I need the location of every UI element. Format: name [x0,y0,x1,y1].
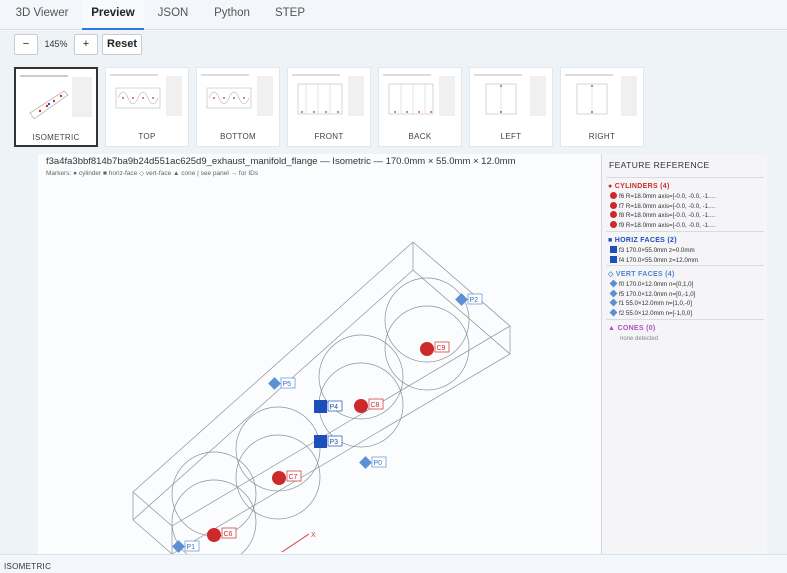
tab-json[interactable]: JSON [157,7,189,19]
viewer-legend: Markers: ● cylinder ■ horiz-face ◇ vert-… [46,170,259,177]
square-icon [610,246,617,253]
thumbnail-label: TOP [138,132,156,141]
reset-button[interactable]: Reset [102,34,142,55]
horiz-faces-header: ■ HORIZ FACES (2) [608,237,677,244]
thumbnail-preview [201,74,273,116]
thumbnail-label: LEFT [500,132,522,141]
zoom-toolbar: − 145% + Reset [0,31,787,59]
marker-label: C6 [224,531,233,538]
vert-faces-section: ◇ VERT FACES (4) f0 170.0×12.0mm n=[0,1,… [602,262,768,318]
thumbnail-preview [292,74,364,116]
zoom-in-button[interactable]: + [74,34,98,55]
thumbnail-back[interactable]: BACK [378,67,462,147]
thumbnail-label: BACK [408,132,432,141]
cones-empty-text: none detected [620,336,659,342]
marker-label: C7 [289,474,298,481]
zoom-out-button[interactable]: − [14,34,38,55]
thumbnail-preview [474,74,546,116]
diamond-icon [609,289,618,298]
left-rail [0,154,38,554]
square-icon [610,255,617,263]
list-item[interactable]: f8 R=18.0mm axis=[-0.0, -0.0, -1.… [602,211,768,221]
marker-label: P4 [330,404,339,411]
marker-c7[interactable]: C7 [272,470,302,485]
cylinder-icon [610,220,617,228]
x-axis-line [281,533,310,553]
thumbnail-preview [565,74,637,116]
list-item[interactable]: f0 170.0×12.0mm n=[0,1,0] [602,280,768,290]
thumbnail-preview [383,74,455,116]
tab-bar: 3D Viewer Preview JSON Python STEP [0,0,787,30]
cylinders-header: ● CYLINDERS (4) [608,183,670,190]
preview-viewer[interactable]: X C6 C7 C8 C9 P3 [38,154,601,554]
diamond-icon [609,299,618,307]
feature-reference-panel: FEATURE REFERENCE ● CYLINDERS (4) f6 R=1… [601,154,767,554]
marker-p4[interactable]: P4 [314,400,343,413]
marker-label: P1 [187,544,196,551]
vert-faces-header: ◇ VERT FACES (4) [608,271,675,278]
tab-3d-viewer[interactable]: 3D Viewer [15,7,69,19]
part-wireframe [132,241,511,554]
list-item[interactable]: f1 55.0×12.0mm n=[1,0,-0] [602,299,768,309]
view-thumbnail-strip: ISOMETRIC TOP BOTTOM FRONT [0,60,787,154]
thumbnail-label: RIGHT [588,132,616,141]
list-item[interactable]: f6 R=18.0mm axis=[-0.0, -0.0, -1.… [602,192,768,202]
marker-p5[interactable]: P5 [268,377,296,390]
diamond-icon [609,280,618,288]
right-strip [767,154,787,554]
marker-p1[interactable]: P1 [172,540,200,553]
cylinder-icon [610,211,617,219]
list-item[interactable]: f3 170.0×55.0mm z=0.0mm [602,246,768,256]
hole-outlines [171,277,470,554]
isometric-scene: X C6 C7 C8 C9 P3 [132,241,511,554]
thumbnail-label: BOTTOM [220,132,256,141]
marker-label: C9 [437,345,446,352]
marker-label: P0 [374,460,383,467]
thumbnail-bottom[interactable]: BOTTOM [196,67,280,147]
panel-title: FEATURE REFERENCE [609,160,710,170]
marker-label: C8 [371,402,380,409]
marker-c9[interactable]: C9 [420,341,450,356]
zoom-level: 145% [44,39,68,49]
marker-label: P5 [283,381,292,388]
thumbnail-label: ISOMETRIC [32,133,80,142]
marker-p2[interactable]: P2 [455,293,483,306]
thumbnail-preview [110,74,182,116]
cones-header: ▲ CONES (0) [608,325,656,332]
list-item[interactable]: f9 R=18.0mm axis=[-0.0, -0.0, -1.… [602,220,768,231]
thumbnail-front[interactable]: FRONT [287,67,371,147]
thumbnail-left[interactable]: LEFT [469,67,553,147]
list-item[interactable]: f7 R=18.0mm axis=[-0.0, -0.0, -1.… [602,201,768,212]
horiz-faces-section: ■ HORIZ FACES (2) f3 170.0×55.0mm z=0.0m… [602,228,768,265]
marker-label: P3 [330,439,339,446]
cylinder-icon [610,192,617,199]
thumbnail-right[interactable]: RIGHT [560,67,644,147]
list-item[interactable]: f2 55.0×12.0mm n=[-1,0,0] [602,308,768,319]
tab-python[interactable]: Python [214,7,250,19]
list-item[interactable]: f5 170.0×12.0mm n=[0,-1,0] [602,289,768,300]
thumbnail-top[interactable]: TOP [105,67,189,147]
tab-preview[interactable]: Preview [82,0,144,30]
cylinders-section: ● CYLINDERS (4) f6 R=18.0mm axis=[-0.0, … [602,174,768,230]
current-view-label: ISOMETRIC [4,562,52,571]
thumbnail-isometric[interactable]: ISOMETRIC [14,67,98,147]
cylinder-icon [610,201,617,209]
marker-c8[interactable]: C8 [354,398,384,413]
thumbnail-label: FRONT [314,132,344,141]
tab-step[interactable]: STEP [274,7,306,19]
viewer-title: f3a4fa3bbf814b7ba9b24d551ac625d9_exhaust… [46,156,516,167]
thumbnail-preview [20,75,92,120]
cones-section: ▲ CONES (0) none detected [602,316,768,344]
bottom-bar: ISOMETRIC [0,554,787,573]
marker-label: P2 [470,297,479,304]
x-axis-label: X [311,532,316,539]
marker-p0[interactable]: P0 [359,456,387,469]
marker-p3[interactable]: P3 [314,435,343,448]
list-item[interactable]: f4 170.0×55.0mm z=12.0mm [602,255,768,266]
marker-c6[interactable]: C6 [207,527,237,542]
